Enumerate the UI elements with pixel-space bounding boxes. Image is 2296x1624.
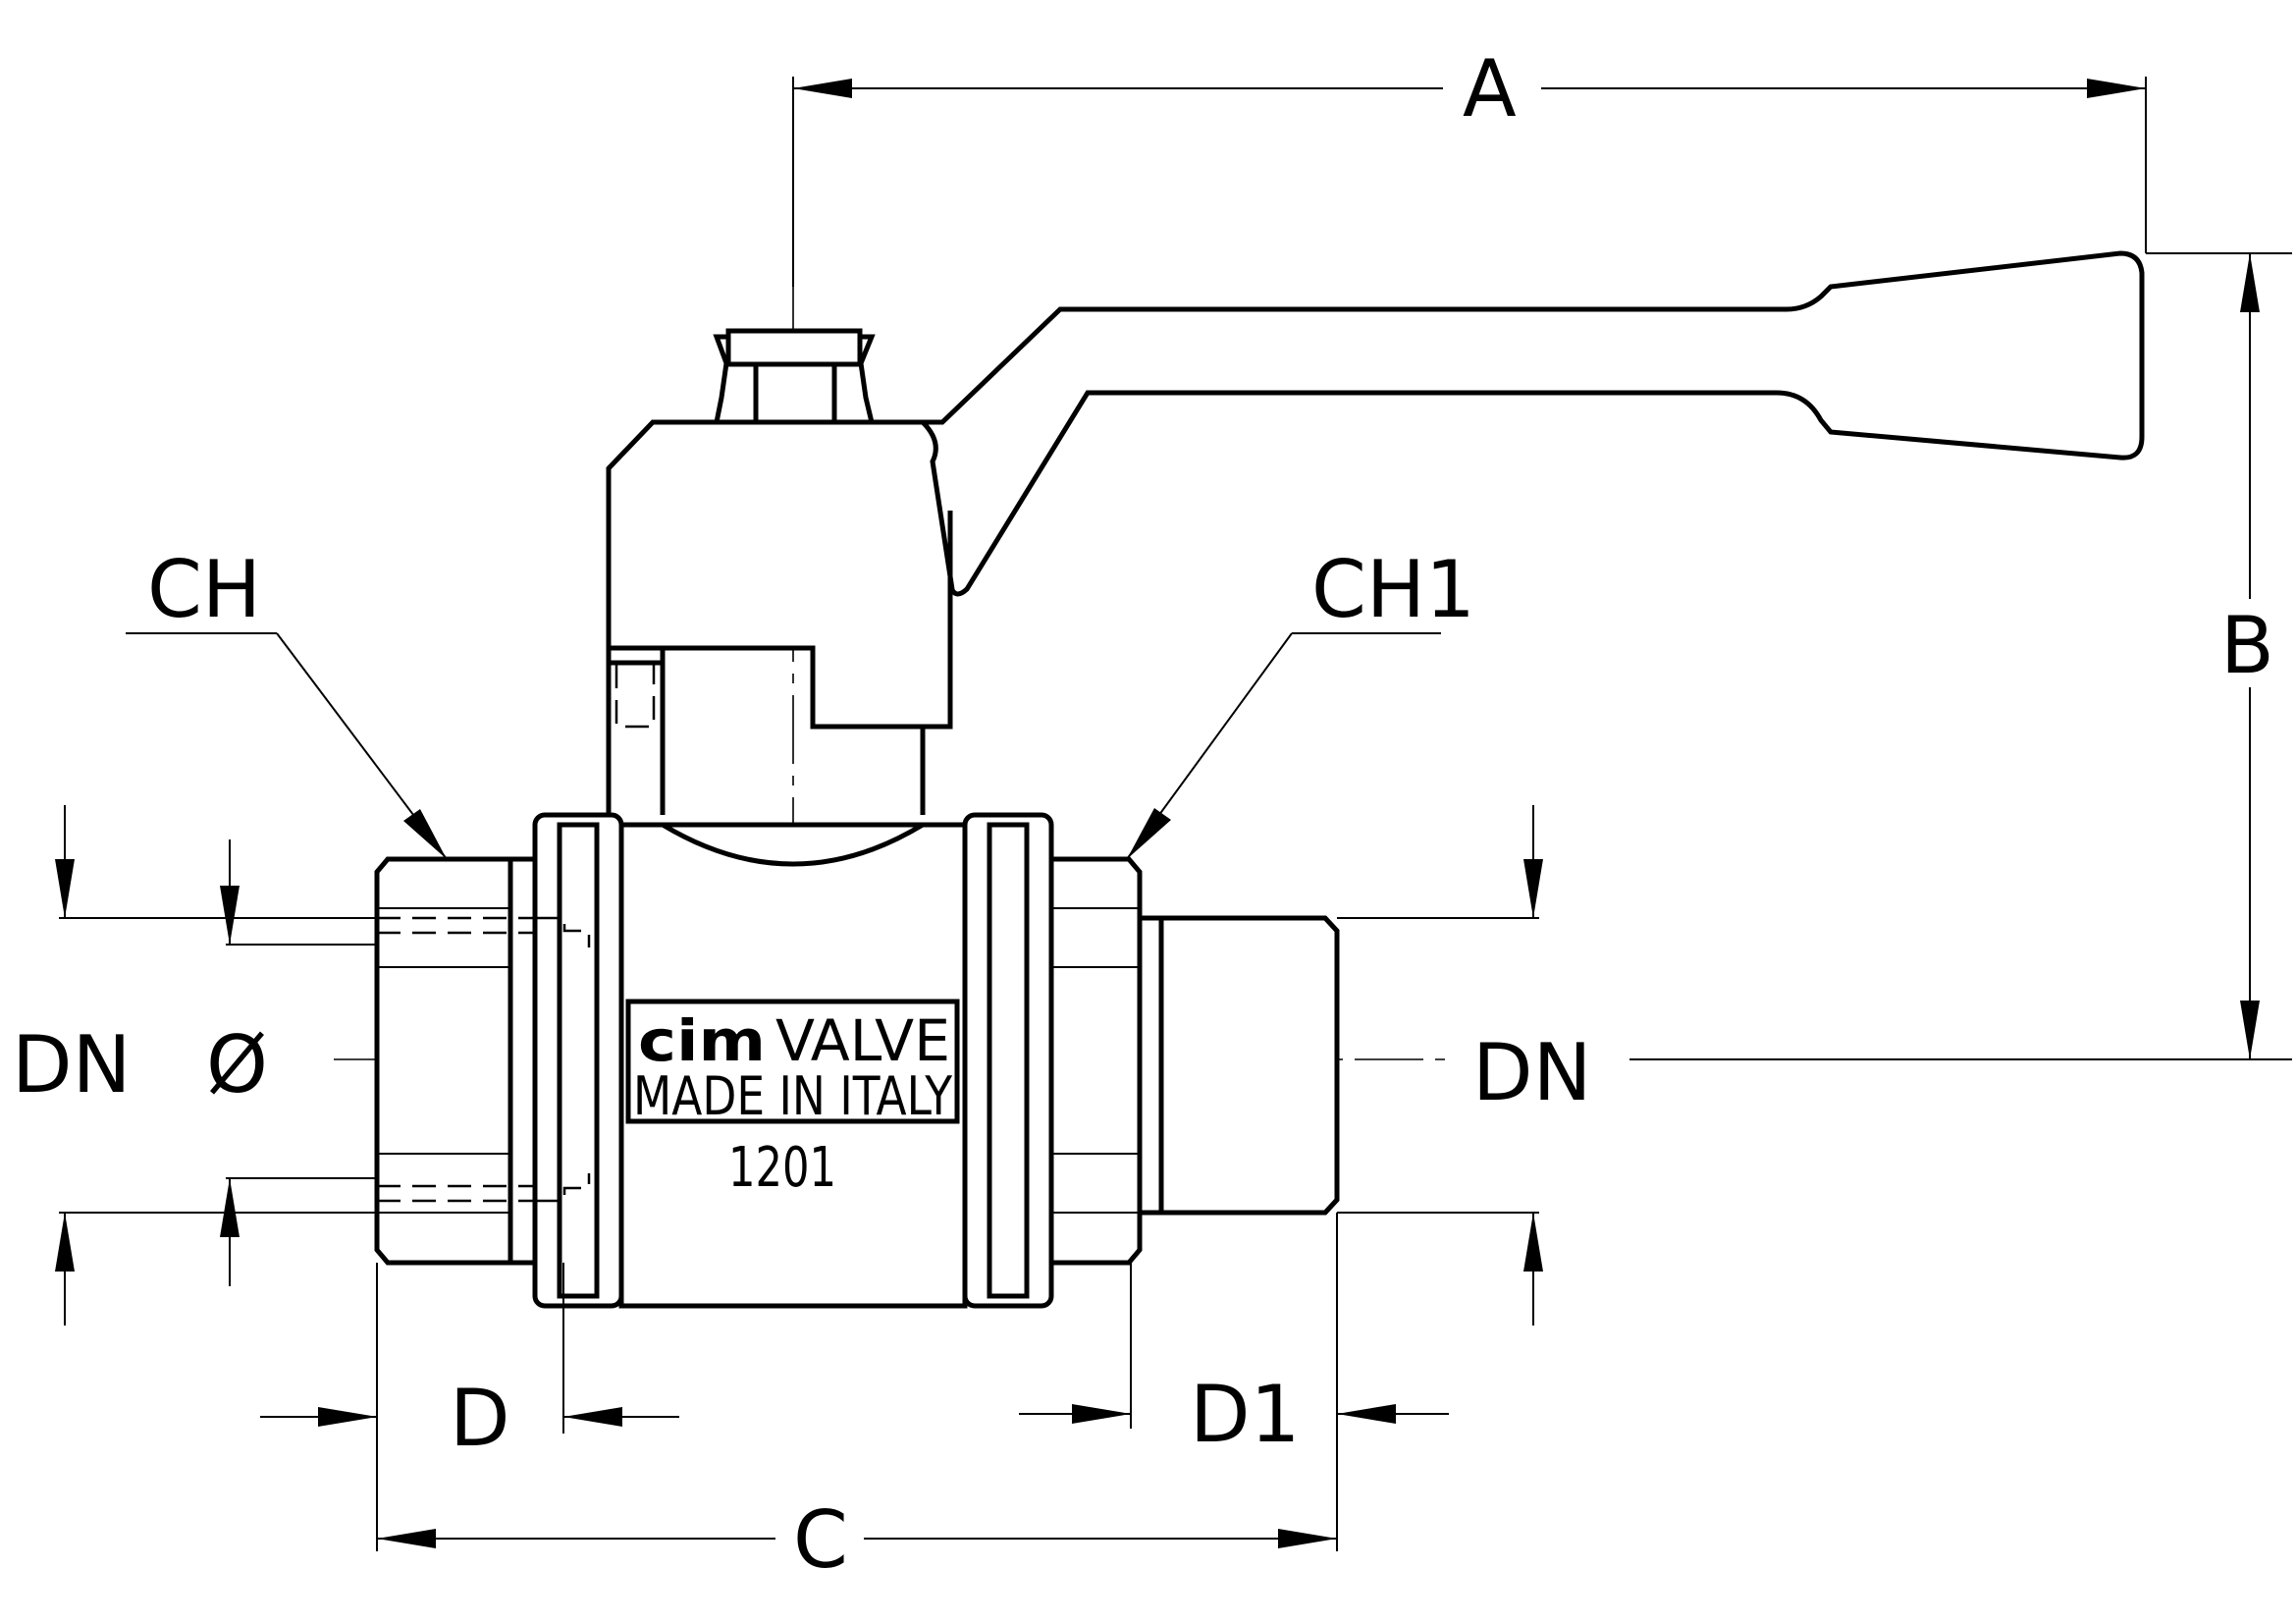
dimension-d: D <box>260 1263 679 1464</box>
valve-body <box>374 812 1340 1309</box>
dimension-dn-left: DN <box>12 805 377 1326</box>
dim-label-a: A <box>1463 43 1517 135</box>
dimension-d1: D1 <box>1019 1263 1449 1460</box>
dim-label-diameter: Ø <box>206 1019 268 1110</box>
dimension-dn-right: DN <box>1337 805 1591 1326</box>
valve-marking: cim VALVE MADE IN ITALY 1201 <box>633 1007 952 1200</box>
dim-label-b: B <box>2220 600 2274 691</box>
dim-label-ch1: CH1 <box>1311 544 1475 635</box>
dim-label-dn-left: DN <box>12 1019 131 1110</box>
brand-suffix: VALVE <box>775 1007 950 1074</box>
model-number: 1201 <box>728 1136 836 1200</box>
stem-nut <box>713 328 876 425</box>
origin-text: MADE IN ITALY <box>633 1065 952 1127</box>
dim-label-d: D <box>450 1373 510 1464</box>
dimension-diameter: Ø <box>206 839 377 1286</box>
dimension-b: B <box>1629 252 2292 1060</box>
lever-handle <box>606 250 2145 730</box>
leader-ch1: CH1 <box>1126 544 1475 860</box>
dim-label-d1: D1 <box>1190 1369 1301 1460</box>
dimension-a: A <box>792 43 2147 287</box>
brand-mark: cim <box>638 1007 766 1074</box>
dim-label-dn-right: DN <box>1472 1027 1591 1118</box>
stem <box>606 661 926 815</box>
dim-label-c: C <box>793 1494 848 1586</box>
leader-ch: CH <box>126 544 448 860</box>
dim-label-ch: CH <box>147 544 261 635</box>
dimension-c: C <box>376 1213 1338 1586</box>
